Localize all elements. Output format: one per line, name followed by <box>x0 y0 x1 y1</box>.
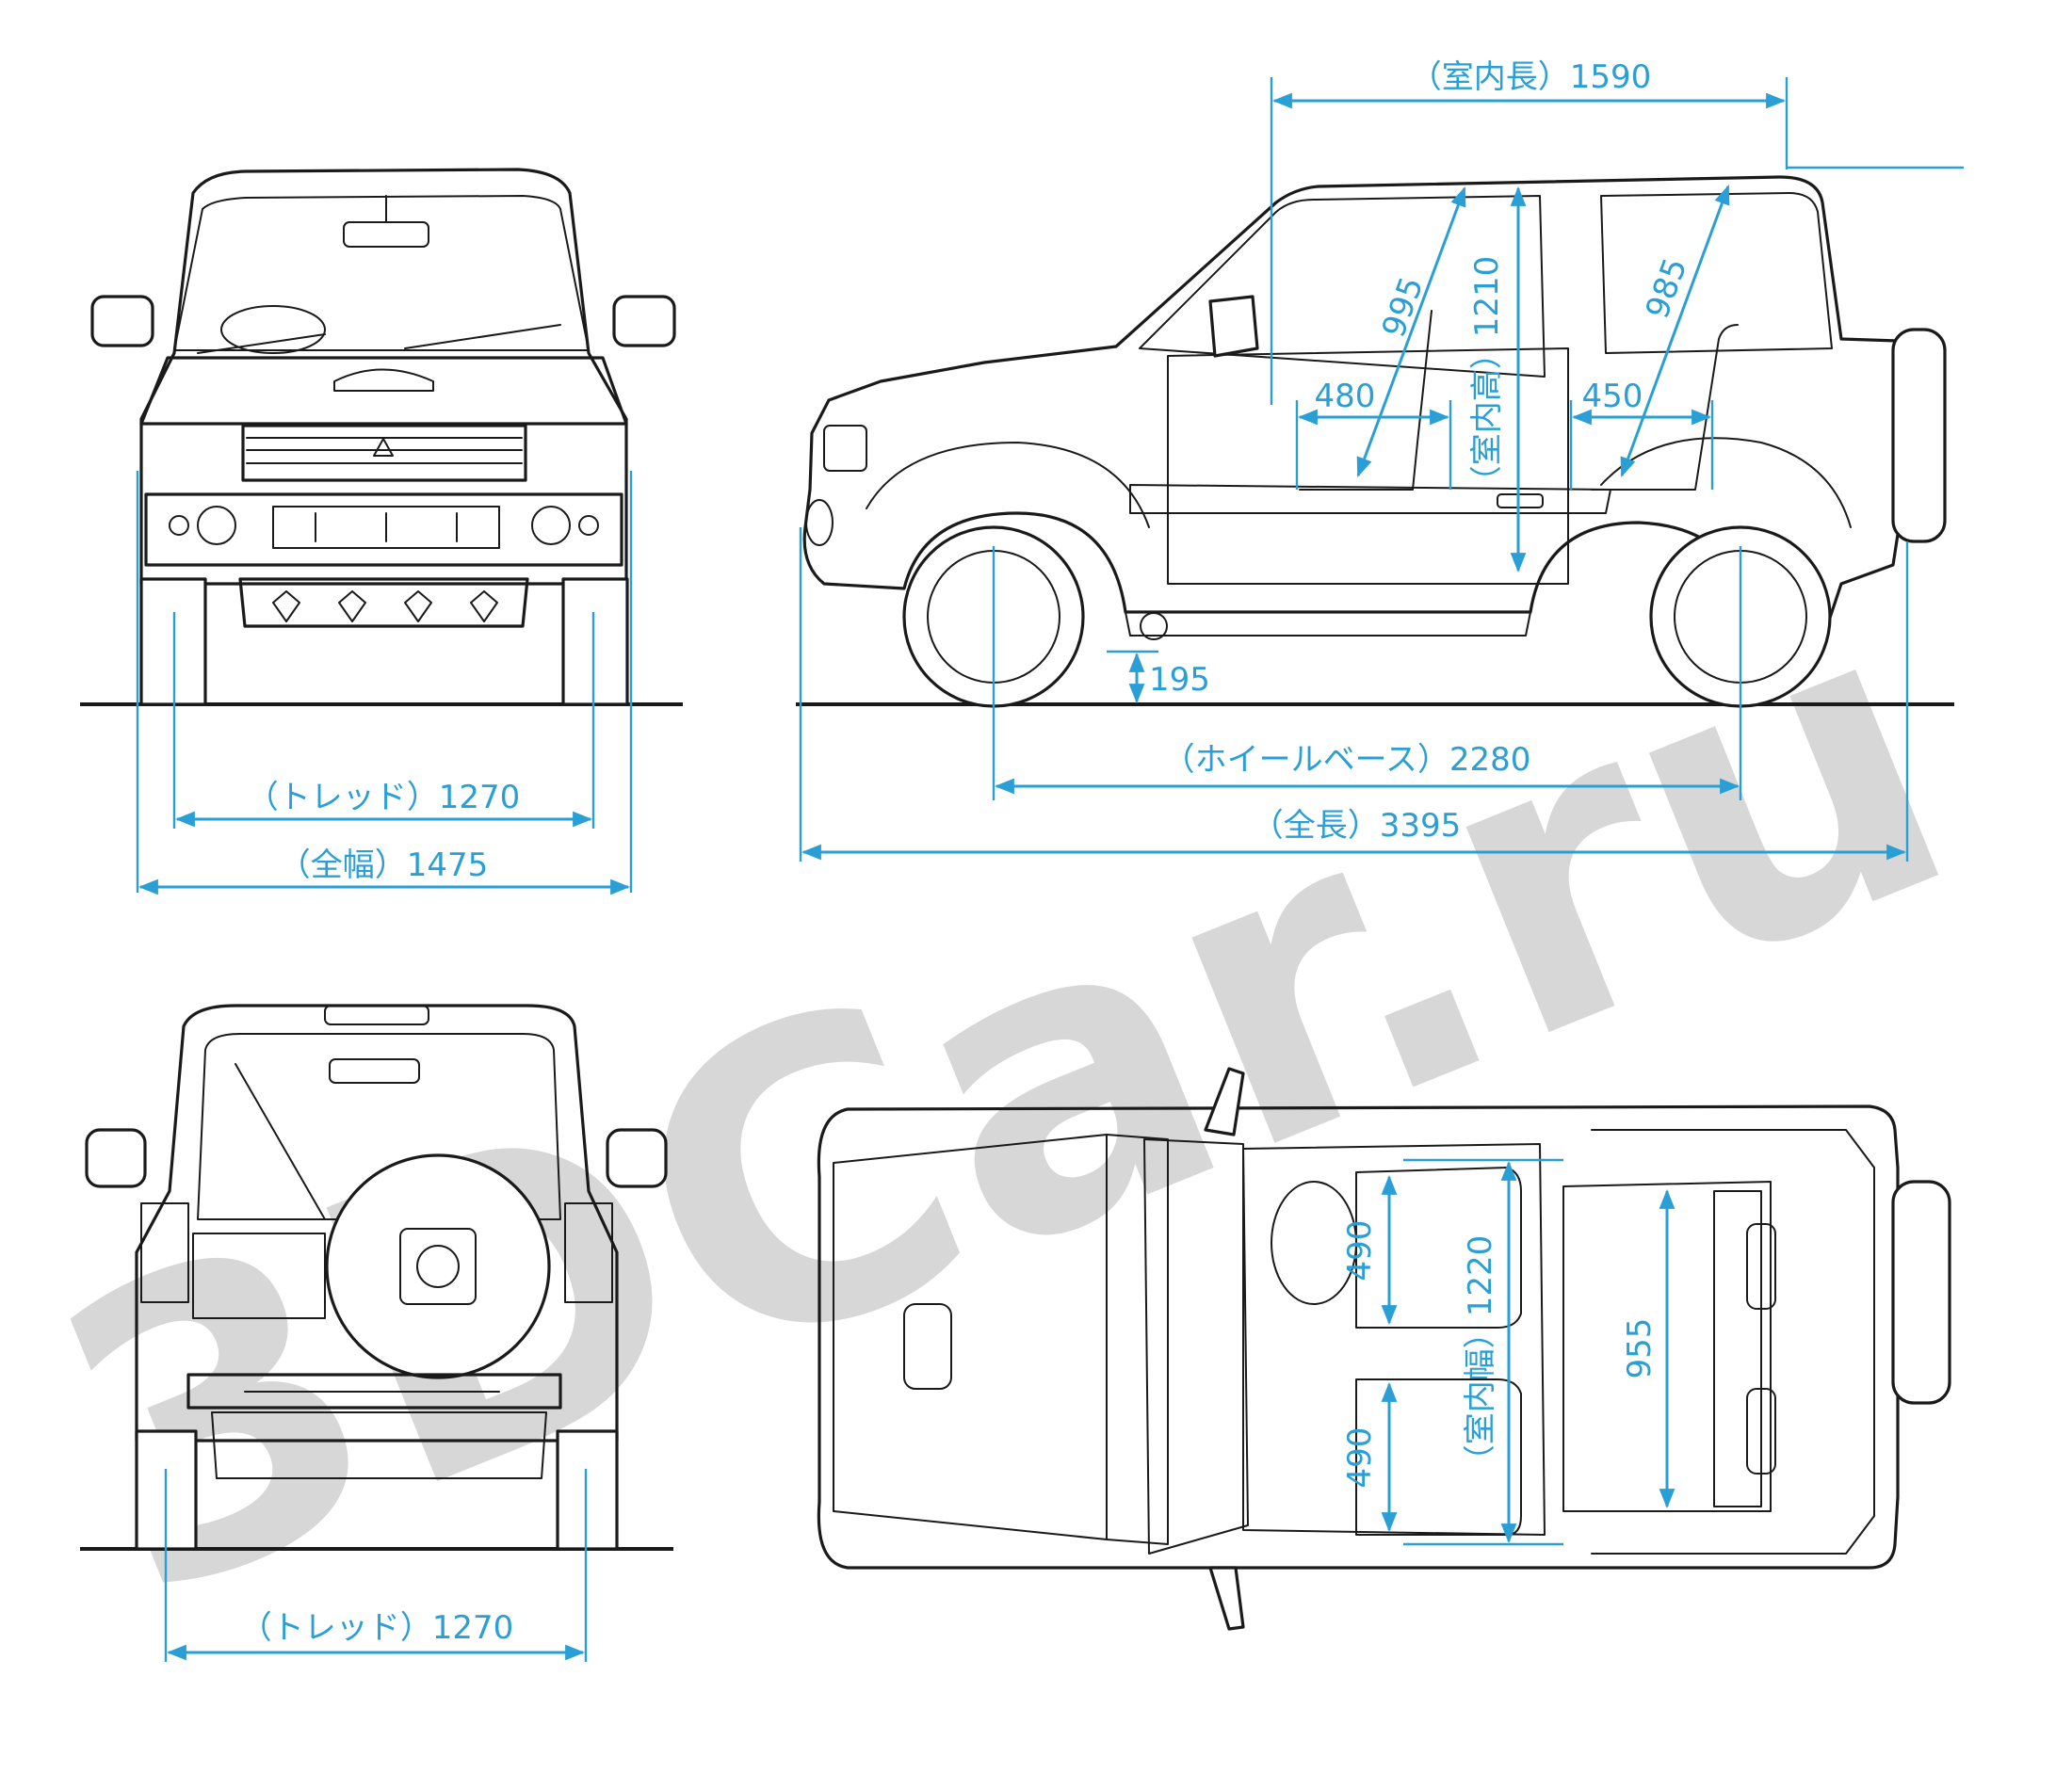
rear-track-label: （トレッド）1270 <box>240 1609 514 1647</box>
rear-plate <box>192 1233 326 1319</box>
spare-tire-hub <box>399 1228 477 1305</box>
rear-mirror-right <box>606 1128 668 1188</box>
rear-view: （トレッド）1270 <box>80 1004 673 1662</box>
side-body-outline <box>802 175 1904 642</box>
rear-window <box>197 1033 561 1220</box>
rear-bumper <box>186 1373 562 1410</box>
front-windshield <box>173 195 590 351</box>
tail-lamp-left <box>140 1202 189 1303</box>
fog-lamp-left <box>197 506 236 545</box>
side-front-lamp <box>805 499 834 546</box>
overall-length-label: （全長）3395 <box>1252 807 1462 845</box>
headroom-rear-dim-line <box>1620 185 1730 477</box>
rear-spare-tire <box>325 1153 551 1379</box>
rear-interior-mirror <box>329 1058 420 1084</box>
top-rear-seat <box>1713 1190 1762 1507</box>
brand-emblem <box>373 438 394 457</box>
top-spare-tire <box>1891 1180 1951 1405</box>
front-width-label: （全幅）1475 <box>279 846 489 884</box>
top-seat-width-rear-label: 490 <box>1341 1427 1379 1489</box>
steering-wheel <box>220 305 326 354</box>
rear-wiper <box>235 1063 326 1220</box>
front-grille <box>241 424 527 482</box>
headroom-front-label: 995 <box>1375 272 1432 343</box>
interior-length-label: （室内長）1590 <box>1410 58 1652 96</box>
wheelbase-label: （ホイールベース）2280 <box>1163 741 1531 779</box>
interior-height-label: （室内高）1210 <box>1468 256 1506 498</box>
side-front-fender <box>866 442 1150 528</box>
top-mirror-upper <box>1204 1067 1245 1136</box>
top-cargo-width-label: 955 <box>1621 1318 1659 1379</box>
headroom-rear-label: 985 <box>1639 253 1695 324</box>
top-roof <box>1242 1143 1546 1536</box>
tail-lamp-right <box>564 1202 613 1303</box>
rear-underbody <box>211 1411 547 1479</box>
front-body-outline <box>139 168 628 586</box>
top-roof-frame <box>1591 1129 1875 1555</box>
front-skid-plate <box>238 577 529 628</box>
front-mirror-left <box>90 295 154 347</box>
rear-mirror-left <box>85 1128 147 1188</box>
side-underbody <box>1125 611 1531 637</box>
top-rear-area <box>1562 1181 1772 1512</box>
hood-scoop <box>333 368 434 392</box>
front-mirror-right <box>612 295 676 347</box>
front-view: （トレッド）1270 （全幅）1475 <box>80 168 683 895</box>
front-bumper <box>144 492 623 567</box>
side-view: （室内長）1590 （室内高）1210 995 985 480 450 195 … <box>796 58 1964 862</box>
front-plate <box>272 506 500 549</box>
seat-front-label: 480 <box>1315 378 1376 415</box>
seat-rear-label: 450 <box>1582 378 1643 415</box>
top-mirror-lower <box>1208 1566 1245 1631</box>
top-hood-scoop <box>903 1303 952 1390</box>
rear-high-mount-lamp <box>324 1005 429 1025</box>
side-rear-fender <box>1600 437 1852 528</box>
ground-clearance-label: 195 <box>1149 661 1210 699</box>
top-seat-width-front-label: 490 <box>1341 1220 1379 1281</box>
front-track-label: （トレッド）1270 <box>247 779 521 816</box>
front-tire-right <box>561 577 629 706</box>
side-headlight <box>823 425 867 472</box>
front-rearview-mirror <box>343 221 429 248</box>
top-door <box>1143 1138 1249 1555</box>
fog-lamp-right <box>531 506 571 545</box>
top-interior-width-label: （室内幅）1220 <box>1462 1235 1499 1477</box>
side-rear-window <box>1600 192 1833 354</box>
top-view: （室内幅）1220 490 490 955 <box>817 1067 1951 1631</box>
top-body-outline <box>817 1104 1900 1570</box>
headroom-front-dim-line <box>1356 186 1466 477</box>
rear-tire-right <box>556 1429 619 1551</box>
front-hood <box>139 356 628 426</box>
side-mirror <box>1208 295 1259 358</box>
top-windshield <box>1106 1134 1169 1545</box>
side-spare-tire <box>1891 328 1947 543</box>
